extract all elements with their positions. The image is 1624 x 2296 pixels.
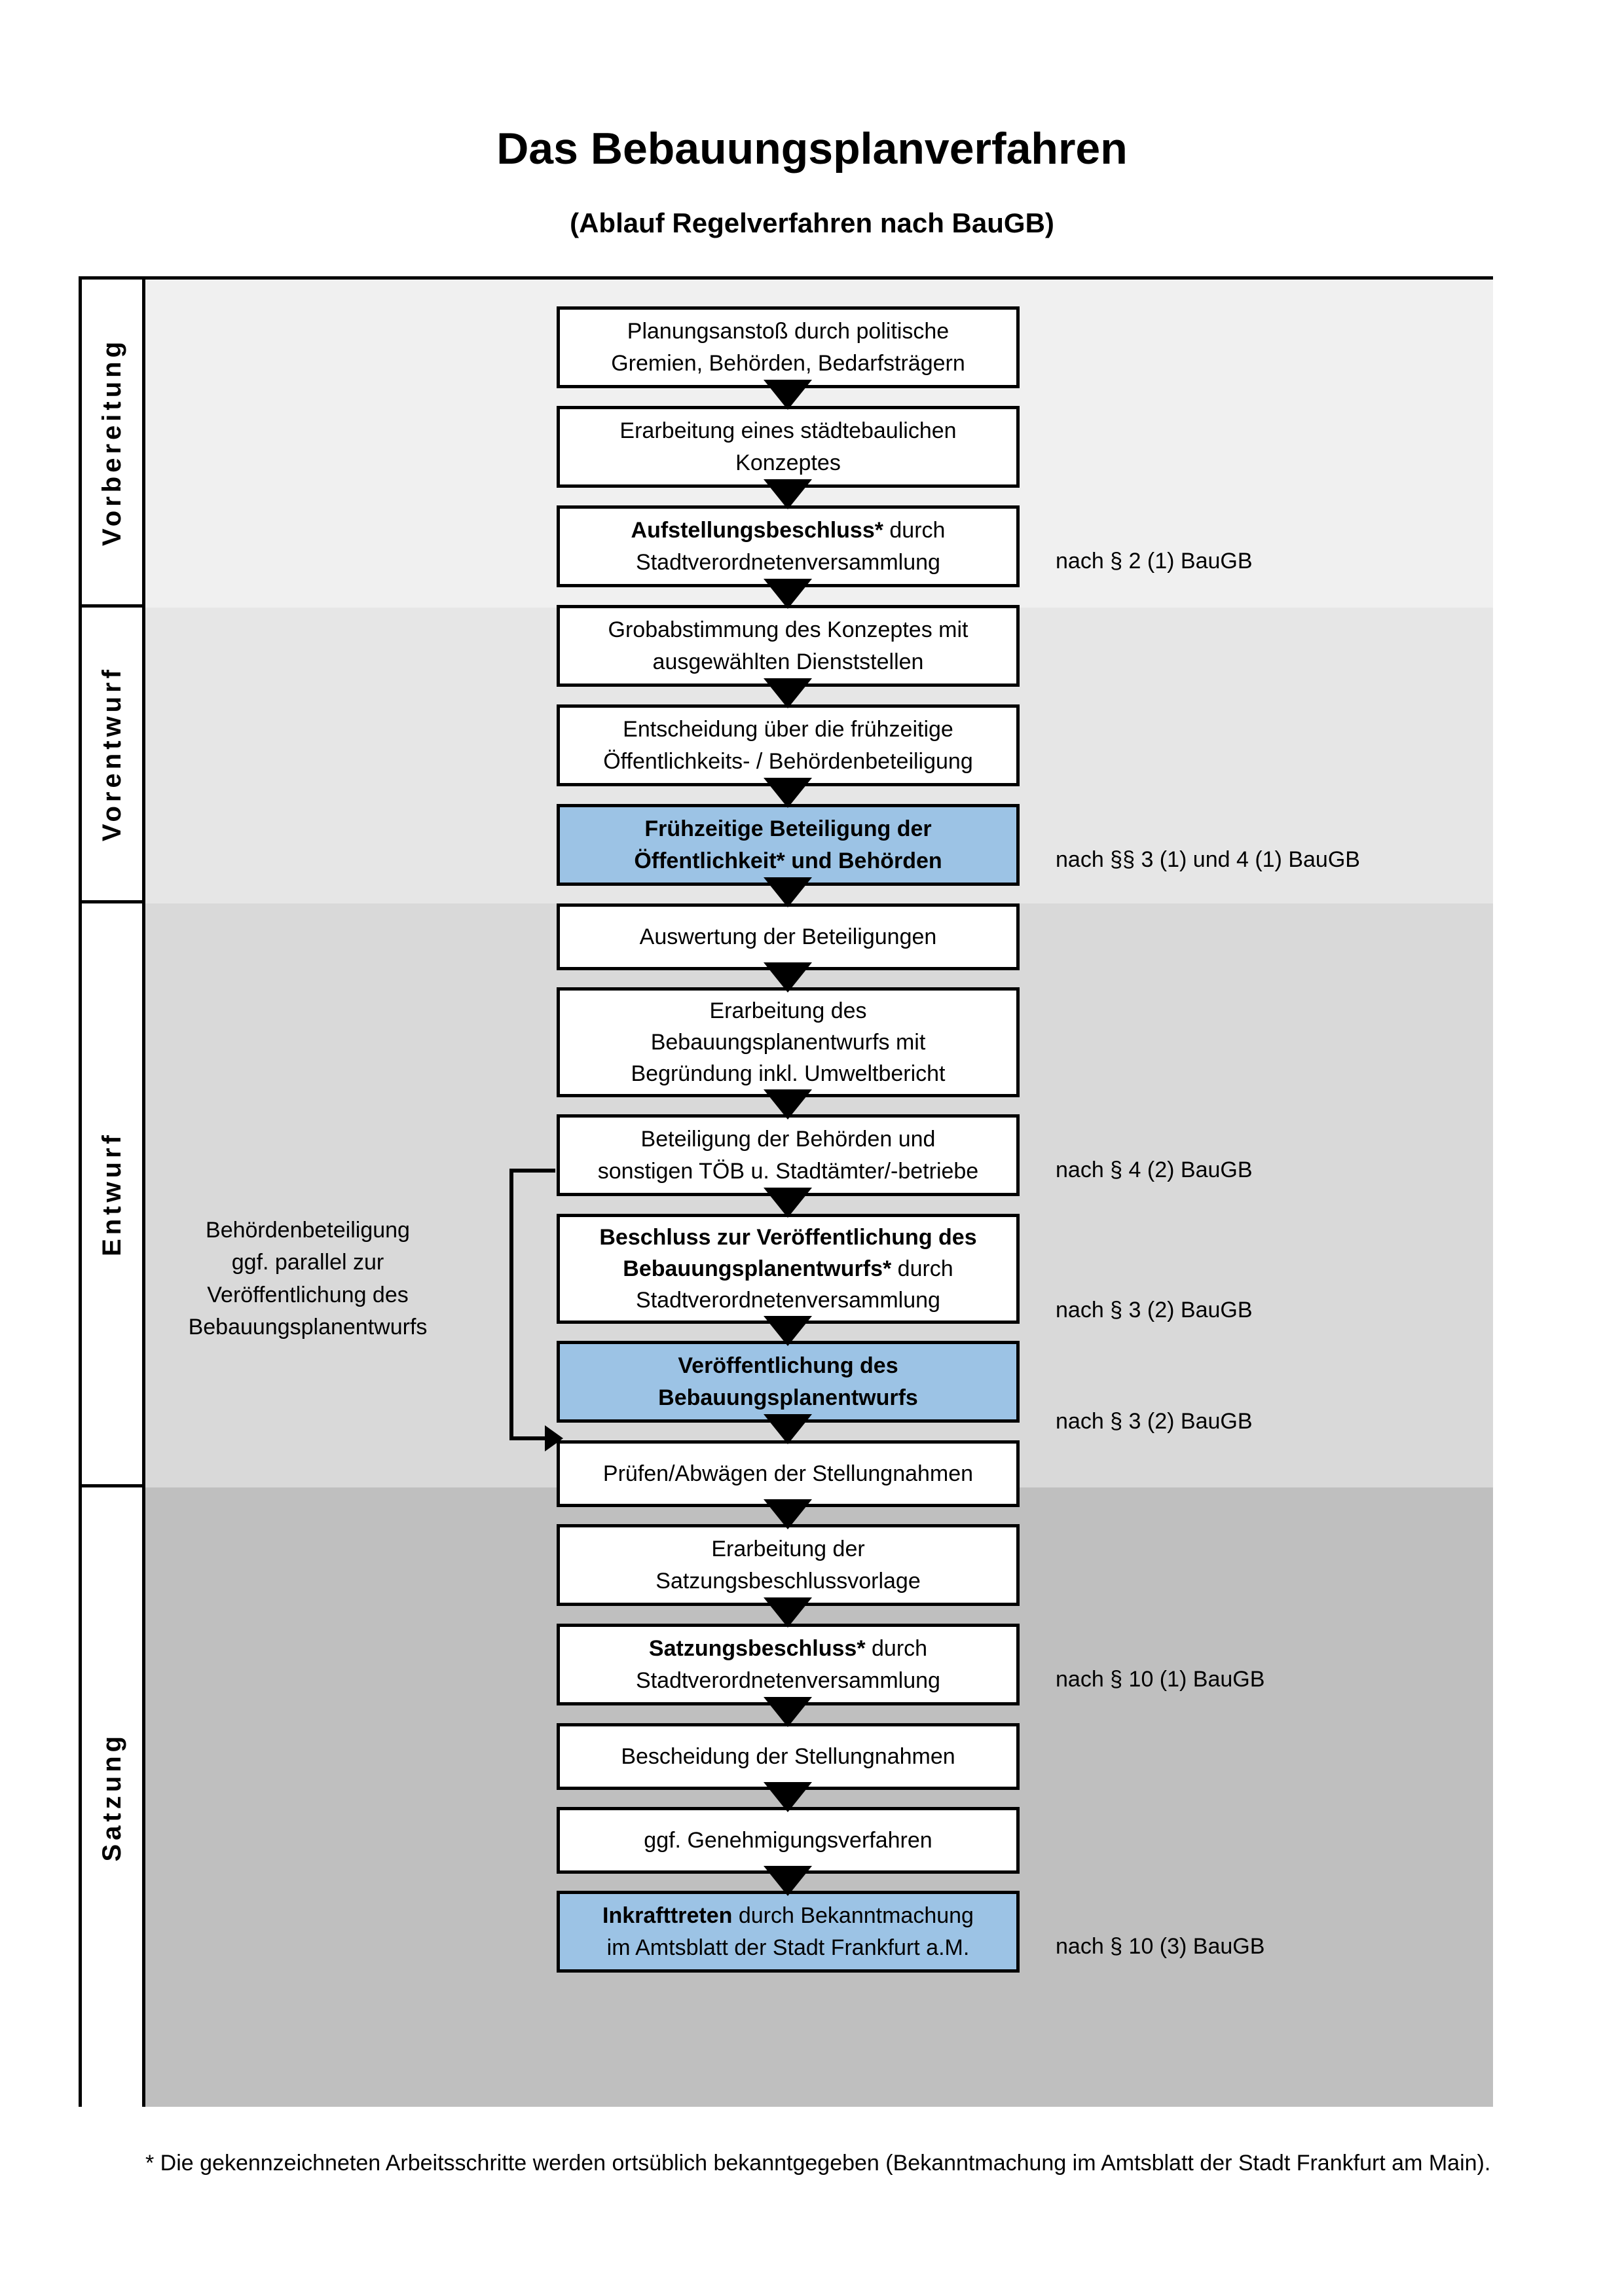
flow-arrow-12 xyxy=(764,1499,812,1529)
flow-arrow-7 xyxy=(764,962,812,993)
legal-ref-par10-3: nach § 10 (3) BauGB xyxy=(1056,1934,1265,1959)
step-text: ggf. Genehmigungsverfahren xyxy=(644,1827,932,1853)
flowchart-frame: Vorbereitung Vorentwurf Entwurf Satzung xyxy=(79,276,1493,2107)
step-text: Bescheidung der Stellungnahmen xyxy=(621,1743,955,1769)
step-box-auswertung[interactable]: Auswertung der Beteiligungen xyxy=(557,903,1020,970)
flow-arrow-4 xyxy=(764,678,812,708)
flow-arrow-1 xyxy=(764,380,812,410)
flow-arrow-15 xyxy=(764,1782,812,1812)
page-subtitle: (Ablauf Regelverfahren nach BauGB) xyxy=(570,207,1054,238)
parallel-connector-top-segment xyxy=(509,1169,555,1173)
footnote-text: * Die gekennzeichneten Arbeitsschritte w… xyxy=(145,2151,1491,2176)
flow-arrow-2 xyxy=(764,479,812,509)
parallel-connector-bottom-segment xyxy=(509,1436,545,1440)
parallel-connector-vertical-segment xyxy=(509,1169,513,1440)
legal-ref-par4-2: nach § 4 (2) BauGB xyxy=(1056,1157,1253,1182)
legal-ref-par2-1: nach § 2 (1) BauGB xyxy=(1056,549,1253,574)
step-box-pruefen-abwaegen[interactable]: Prüfen/Abwägen der Stellungnahmen xyxy=(557,1440,1020,1507)
page-title: Das Bebauungsplanverfahren xyxy=(496,124,1128,173)
flow-arrow-8 xyxy=(764,1089,812,1120)
side-note-behoerdenbeteiligung: Behördenbeteiligung ggf. parallel zur Ve… xyxy=(164,1214,452,1343)
side-note-line-1: Behördenbeteiligung xyxy=(206,1218,410,1243)
flow-arrow-5 xyxy=(764,778,812,808)
legal-ref-par3-2-a: nach § 3 (2) BauGB xyxy=(1056,1298,1253,1322)
legal-ref-par3-1-4-1: nach §§ 3 (1) und 4 (1) BauGB xyxy=(1056,847,1360,872)
step-text: Prüfen/Abwägen der Stellungnahmen xyxy=(602,1461,974,1486)
side-note-line-3: Veröffentlichung des xyxy=(207,1282,409,1307)
flow-arrow-3 xyxy=(764,579,812,609)
flow-arrow-13 xyxy=(764,1597,812,1628)
side-note-line-2: ggf. parallel zur xyxy=(231,1250,384,1275)
phase-cell-vorentwurf: Vorentwurf xyxy=(82,608,142,903)
flow-arrow-16 xyxy=(764,1866,812,1896)
phase-label-vorentwurf: Vorentwurf xyxy=(97,666,126,842)
phase-label-vorbereitung: Vorbereitung xyxy=(97,338,126,546)
phase-cell-entwurf: Entwurf xyxy=(82,903,142,1487)
step-text: Auswertung der Beteiligungen xyxy=(639,924,937,949)
flow-arrow-6 xyxy=(764,877,812,907)
phase-cell-vorbereitung: Vorbereitung xyxy=(82,280,142,608)
flow-arrow-14 xyxy=(764,1697,812,1727)
step-box-genehmigungsverfahren[interactable]: ggf. Genehmigungsverfahren xyxy=(557,1807,1020,1874)
side-note-line-4: Bebauungsplanentwurfs xyxy=(188,1314,428,1339)
flow-arrow-11 xyxy=(764,1414,812,1444)
step-box-bescheidung[interactable]: Bescheidung der Stellungnahmen xyxy=(557,1723,1020,1790)
phase-label-column: Vorbereitung Vorentwurf Entwurf Satzung xyxy=(82,280,145,2107)
title-block: Das Bebauungsplanverfahren (Ablauf Regel… xyxy=(0,124,1624,239)
phase-label-satzung: Satzung xyxy=(97,1732,126,1862)
flow-arrow-10 xyxy=(764,1316,812,1346)
flow-arrow-9 xyxy=(764,1188,812,1218)
legal-ref-par10-1: nach § 10 (1) BauGB xyxy=(1056,1667,1265,1692)
phase-cell-satzung: Satzung xyxy=(82,1487,142,2107)
legal-ref-par3-2-b: nach § 3 (2) BauGB xyxy=(1056,1409,1253,1434)
phase-label-entwurf: Entwurf xyxy=(97,1131,126,1256)
parallel-connector-arrowhead-icon xyxy=(545,1425,563,1451)
